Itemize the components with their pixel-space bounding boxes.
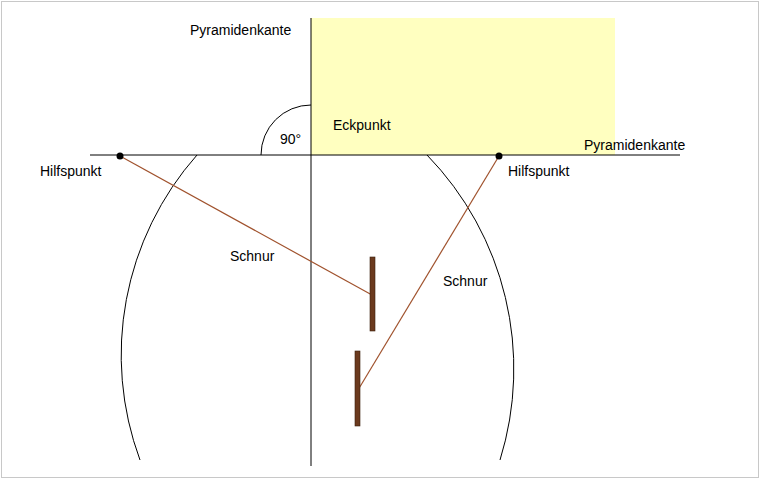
- corner-label: Eckpunkt: [333, 117, 391, 133]
- edge-label: Pyramidenkante: [584, 137, 685, 153]
- pyramid-base-area: [311, 18, 615, 155]
- point-label: Hilfspunkt: [508, 163, 569, 179]
- helper-point: [117, 153, 124, 160]
- pyramid-edge-horizontal: [90, 155, 680, 156]
- stake: [355, 351, 360, 426]
- rope-left: [120, 156, 372, 295]
- arc-left: [121, 155, 197, 460]
- arc-right: [427, 155, 514, 460]
- rope-right: [358, 156, 499, 390]
- pyramid-edge-vertical: [311, 18, 312, 466]
- rope-label: Schnur: [443, 273, 487, 289]
- edge-label: Pyramidenkante: [190, 22, 291, 38]
- point-label: Hilfspunkt: [40, 163, 101, 179]
- helper-point: [496, 153, 503, 160]
- rope-label: Schnur: [230, 248, 274, 264]
- angle-label: 90°: [280, 131, 301, 147]
- right-angle-arc: [261, 105, 311, 155]
- stake: [370, 257, 375, 331]
